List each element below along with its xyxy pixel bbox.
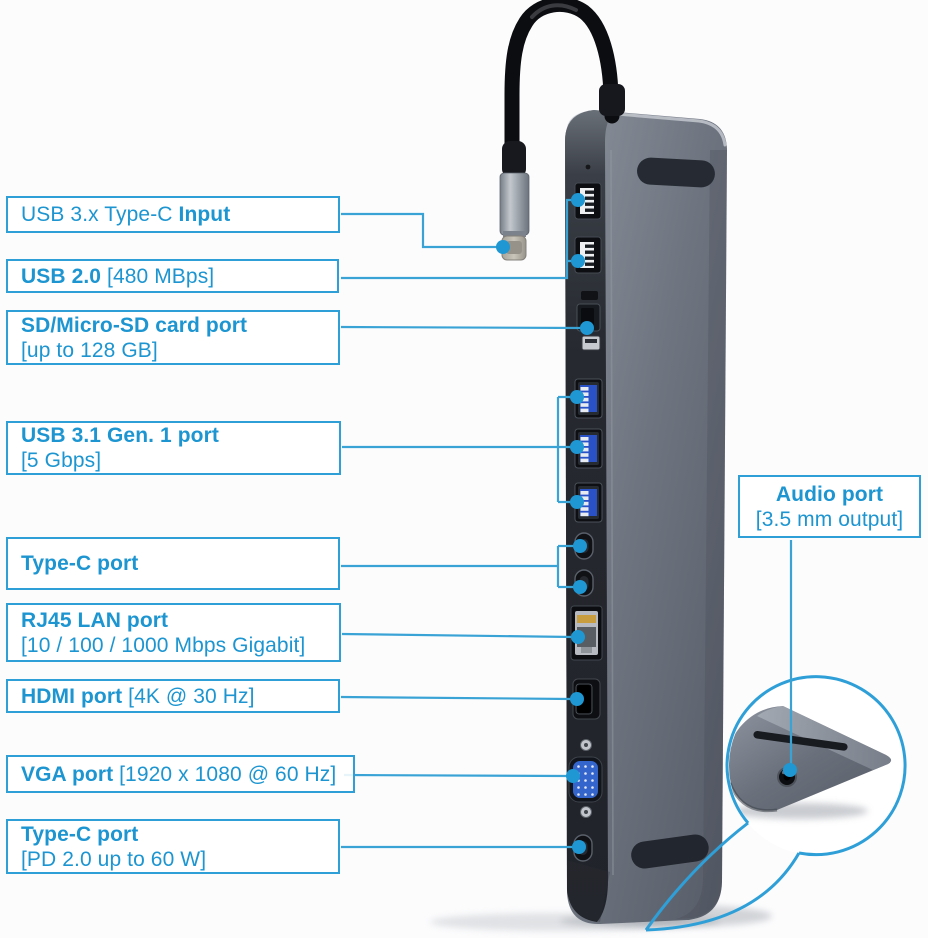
label-usb2: USB 2.0 [480 MBps] — [6, 259, 339, 293]
label-audio: Audio port[3.5 mm output] — [738, 475, 921, 538]
stand-slot — [753, 730, 848, 751]
label-hdmi: HDMI port [4K @ 30 Hz] — [6, 679, 340, 713]
stand-wedge — [729, 706, 891, 811]
label-text: Type-C port[PD 2.0 up to 60 W] — [21, 822, 207, 871]
label-vga: VGA port [1920 x 1080 @ 60 Hz] — [6, 755, 355, 793]
screw-bottom — [580, 806, 592, 818]
label-text: SD/Micro-SD card port[up to 128 GB] — [21, 313, 248, 362]
reset-pinhole — [585, 164, 591, 170]
callout-line-usb2 — [341, 198, 573, 280]
label-text: RJ45 LAN port[10 / 100 / 1000 Mbps Gigab… — [21, 608, 306, 657]
callout-line-sd — [340, 325, 583, 330]
dot-usb2-1 — [571, 193, 585, 207]
label-text: USB 3.1 Gen. 1 port[5 Gbps] — [21, 424, 219, 472]
dot-type-c-2 — [573, 580, 587, 594]
dot-usb3-3 — [570, 495, 584, 509]
callout-lines — [340, 198, 793, 849]
magnifier-stand-detail — [644, 675, 907, 932]
label-usb-c-input: USB 3.x Type-C Input — [6, 196, 340, 233]
label-sd-card: SD/Micro-SD card port[up to 128 GB] — [6, 310, 340, 365]
dot-type-c-pd — [572, 840, 586, 854]
label-rj45: RJ45 LAN port[10 / 100 / 1000 Mbps Gigab… — [6, 603, 341, 662]
label-text: USB 3.x Type-C Input — [21, 203, 231, 226]
magnifier-tail-right — [645, 852, 801, 932]
dot-sd — [580, 321, 594, 335]
usb3-port-1 — [574, 378, 603, 419]
dot-vga — [566, 769, 580, 783]
screw-top — [580, 739, 592, 751]
label-type-c: Type-C port — [6, 537, 340, 590]
dot-usb3-2 — [570, 440, 584, 454]
label-text: Audio port[3.5 mm output] — [755, 482, 904, 531]
magnifier-circle-outline — [725, 675, 907, 857]
usb-c-cable — [499, 0, 625, 261]
magnifier-tail-left — [644, 821, 749, 931]
dot-usb2-2 — [571, 254, 585, 268]
dot-usb3-1 — [570, 390, 584, 404]
callout-line-type-c — [341, 544, 575, 589]
label-text: Type-C port — [21, 552, 139, 575]
usb3-port-2 — [574, 428, 603, 469]
usb2-port-1 — [574, 182, 602, 220]
dot-audio — [783, 763, 797, 777]
label-text: HDMI port [4K @ 30 Hz] — [21, 684, 255, 708]
rubber-grip-top — [637, 157, 715, 188]
callout-line-usb3 — [342, 395, 572, 504]
vga-port — [568, 756, 603, 803]
dot-usb-c-input — [496, 240, 510, 254]
callout-line-usb-c-input — [341, 212, 498, 249]
callout-line-rj45 — [341, 632, 574, 639]
label-type-c-pd: Type-C port[PD 2.0 up to 60 W] — [6, 819, 340, 874]
label-text: USB 2.0 [480 MBps] — [21, 264, 215, 288]
callout-line-hdmi — [340, 695, 572, 701]
usb3-port-3 — [574, 482, 603, 523]
dot-type-c-1 — [573, 539, 587, 553]
callout-line-vga — [343, 773, 569, 778]
label-text: VGA port [1920 x 1080 @ 60 Hz] — [21, 762, 337, 786]
rubber-grip-bottom — [631, 834, 709, 869]
callout-dots — [496, 193, 797, 854]
rj45-port — [570, 605, 603, 661]
label-usb3: USB 3.1 Gen. 1 port[5 Gbps] — [6, 421, 341, 475]
dot-hdmi — [570, 692, 584, 706]
dot-rj45 — [571, 630, 585, 644]
usb-c-connector-body — [499, 172, 530, 236]
